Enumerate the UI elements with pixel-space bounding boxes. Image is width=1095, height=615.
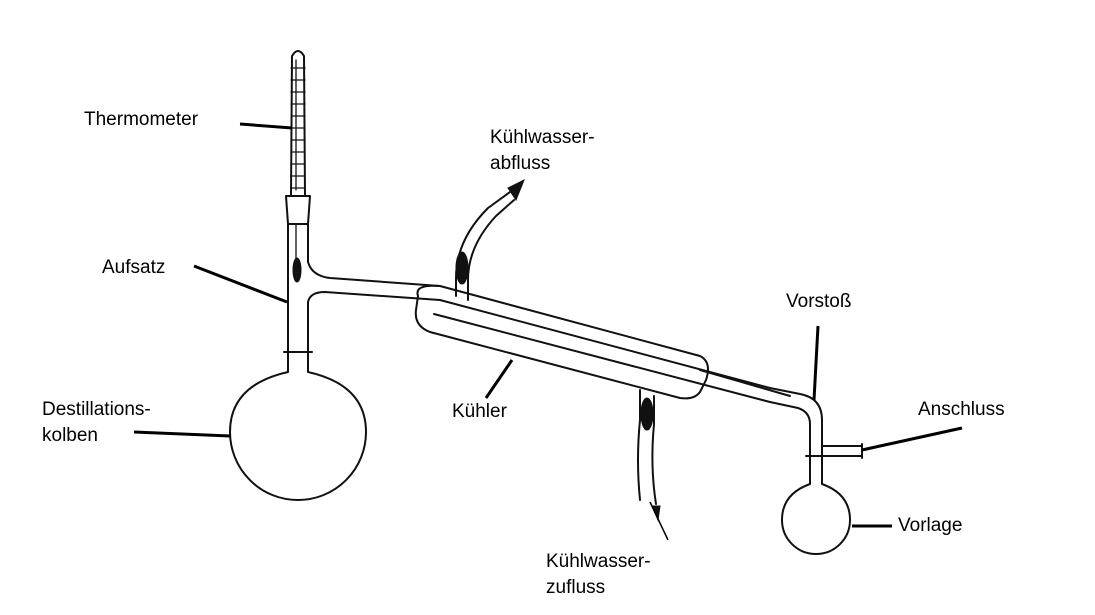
kuehlwasser-zufluss-tube [637, 389, 661, 522]
label-vorstoss: Vorstoß [786, 291, 852, 312]
label-aufsatz: Aufsatz [102, 257, 166, 278]
vorstoss [769, 387, 827, 457]
kuehler [414, 284, 791, 403]
label-anschluss: Anschluss [918, 399, 1005, 420]
label-destillationskolben-line1: Destillations- [42, 399, 151, 420]
leader-anschluss [861, 426, 963, 452]
thermometer [285, 50, 311, 283]
destillationskolben [229, 351, 367, 501]
label-kuehler: Kühler [452, 401, 507, 422]
label-thermometer: Thermometer [84, 109, 199, 130]
vorlage [781, 455, 851, 555]
leader-kuehlwasser-zufluss [649, 501, 669, 541]
leader-vorstoss [812, 325, 820, 401]
label-destillationskolben-line2: kolben [42, 425, 98, 446]
label-vorlage: Vorlage [898, 515, 963, 536]
label-kuehlwasser-abfluss-line1: Kühlwasser- [490, 127, 595, 148]
leader-thermometer [239, 122, 293, 130]
leader-kuehler [484, 359, 514, 399]
label-kuehlwasser-abfluss-line2: abfluss [490, 153, 551, 174]
label-kuehlwasser-zufluss-line1: Kühlwasser- [546, 551, 651, 572]
leader-aufsatz [193, 264, 288, 304]
anschluss [821, 443, 863, 459]
kuehlwasser-abfluss-tube [455, 178, 525, 301]
label-kuehlwasser-zufluss-line2: zufluss [546, 577, 606, 598]
leader-destillationskolben [133, 430, 231, 438]
leader-lines [133, 122, 963, 541]
aufsatz [283, 223, 441, 353]
